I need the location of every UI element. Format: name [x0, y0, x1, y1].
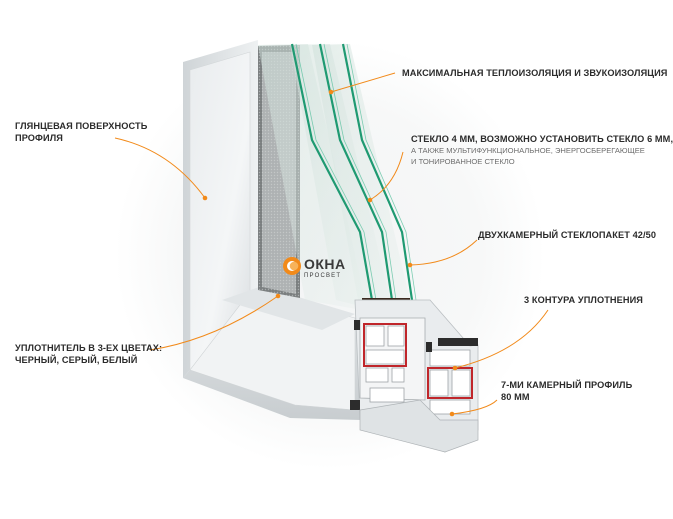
- callout-gasket-line-1: УПЛОТНИТЕЛЬ В 3-ЕХ ЦВЕТАХ:: [15, 343, 163, 353]
- callout-glass-sub-line-2: И ТОНИРОВАННОЕ СТЕКЛО: [411, 156, 515, 166]
- callout-profile-line-1: 7-МИ КАМЕРНЫЙ ПРОФИЛЬ: [501, 380, 633, 390]
- steel-reinforcement: [363, 323, 473, 399]
- callout-gloss-line-1: ГЛЯНЦЕВАЯ ПОВЕРХНОСТЬ: [15, 121, 148, 131]
- callout-profile-line-2: 80 ММ: [501, 392, 530, 402]
- callout-seal: 3 КОНТУРА УПЛОТНЕНИЯ: [524, 294, 643, 306]
- callout-leader-lines: [114, 72, 549, 415]
- callout-insulation: МАКСИМАЛЬНАЯ ТЕПЛОИЗОЛЯЦИЯ И ЗВУКОИЗОЛЯЦ…: [402, 67, 668, 79]
- callout-seal-line-1: 3 КОНТУРА УПЛОТНЕНИЯ: [524, 295, 644, 305]
- frame-inner-bevel: [222, 286, 355, 330]
- callout-glazing: ДВУХКАМЕРНЫЙ СТЕКЛОПАКЕТ 42/50: [478, 229, 656, 241]
- callout-glass-sub: А ТАКЖЕ МУЛЬТИФУНКЦИОНАЛЬНОЕ, ЭНЕРГОСБЕР…: [411, 146, 645, 167]
- callout-glass-line-1: СТЕКЛО 4 ММ, ВОЗМОЖНО УСТАНОВИТЬ СТЕКЛО …: [411, 134, 673, 144]
- seal-gaskets: [350, 320, 478, 410]
- callout-profile: 7-МИ КАМЕРНЫЙ ПРОФИЛЬ 80 ММ: [501, 379, 632, 403]
- callout-glass: СТЕКЛО 4 ММ, ВОЗМОЖНО УСТАНОВИТЬ СТЕКЛО …: [411, 133, 673, 145]
- okna-logo-mark: [283, 257, 301, 275]
- callout-dots: [202, 89, 458, 417]
- window-profile-infographic: ОКНА ПРОСВЕТ ГЛЯНЦЕВАЯ ПОВЕРХНОСТЬ ПРОФИ…: [15, 40, 673, 470]
- callout-gasket: УПЛОТНИТЕЛЬ В 3-ЕХ ЦВЕТАХ: ЧЕРНЫЙ, СЕРЫЙ…: [15, 342, 162, 366]
- callout-glass-sub-line-1: А ТАКЖЕ МУЛЬТИФУНКЦИОНАЛЬНОЕ, ЭНЕРГОСБЕР…: [411, 146, 645, 155]
- window-cross-section-illustration: [114, 40, 549, 470]
- profile-chambers: [365, 325, 471, 415]
- callout-glazing-line-1: ДВУХКАМЕРНЫЙ СТЕКЛОПАКЕТ 42/50: [478, 230, 657, 240]
- logo-name: ОКНА: [304, 256, 346, 272]
- callout-gasket-line-2: ЧЕРНЫЙ, СЕРЫЙ, БЕЛЫЙ: [15, 355, 138, 365]
- callout-gloss: ГЛЯНЦЕВАЯ ПОВЕРХНОСТЬ ПРОФИЛЯ: [15, 120, 147, 144]
- logo-tagline: ПРОСВЕТ: [304, 273, 342, 279]
- callout-gloss-line-2: ПРОФИЛЯ: [15, 133, 63, 143]
- callout-insulation-line-1: МАКСИМАЛЬНАЯ ТЕПЛОИЗОЛЯЦИЯ И ЗВУКОИЗОЛЯЦ…: [402, 68, 668, 78]
